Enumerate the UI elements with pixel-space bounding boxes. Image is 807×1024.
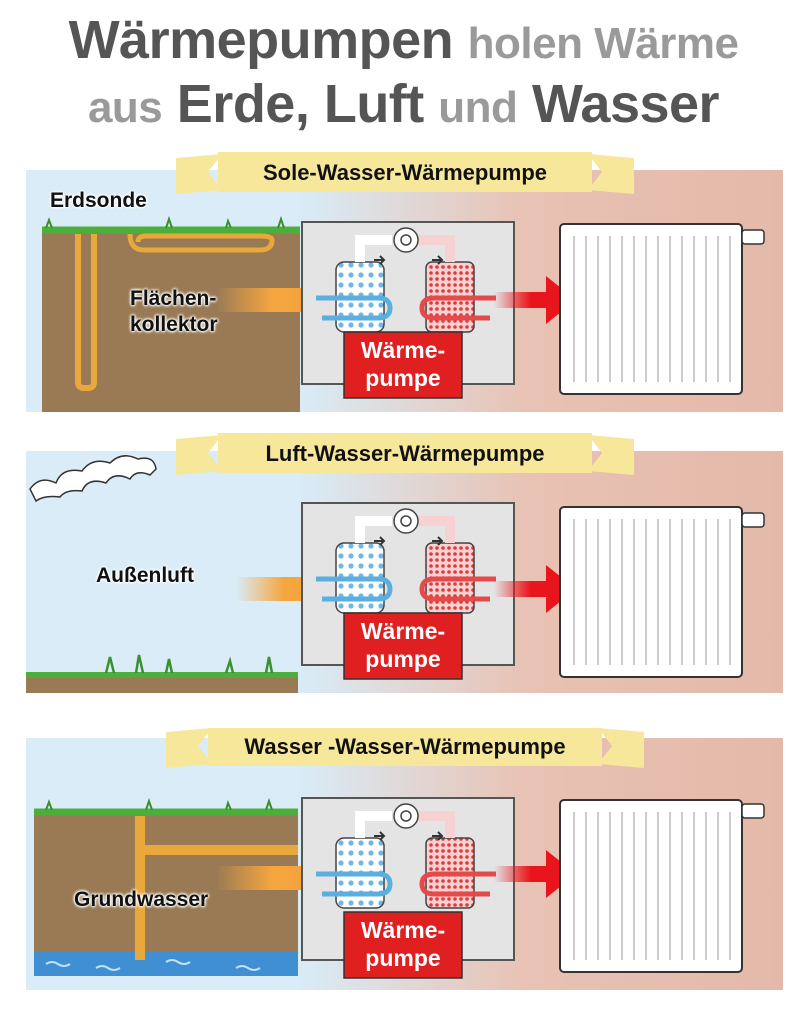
label-surface-collector-1: Flächen- — [130, 287, 217, 310]
title-line-1: Wärmepumpen holen Wärme — [0, 10, 807, 74]
surface-collector — [127, 233, 275, 253]
label-groundwater: Grundwasser — [74, 888, 209, 911]
panel-3-illustration — [26, 728, 783, 990]
compressor — [393, 508, 419, 534]
panel-wasser-wasser: Wasser -Wasser-Wärmepumpe Grundwasser Wä… — [26, 728, 783, 990]
panel-2-illustration — [26, 433, 783, 693]
banner — [208, 728, 602, 766]
pump-label-line-2: pumpe — [365, 646, 441, 672]
radiator — [559, 223, 743, 395]
heat-pump-box — [343, 612, 463, 680]
panel-sole-wasser: Sole-Wasser-Wärmepumpe Erdsonde Flächen-… — [26, 150, 783, 412]
compressor — [393, 227, 419, 253]
radiator-valve — [741, 512, 765, 528]
banner-label: Luft-Wasser-Wärmepumpe — [265, 441, 545, 466]
title-word-water: Wasser — [531, 74, 720, 134]
compressor — [393, 803, 419, 829]
radiator-valve — [741, 229, 765, 245]
heat-source-arrow — [216, 852, 356, 904]
heating-arrow — [494, 276, 576, 324]
earth-probe — [75, 234, 97, 391]
banner-label: Sole-Wasser-Wärmepumpe — [262, 160, 548, 185]
banner — [218, 152, 592, 192]
heating-arrow — [494, 850, 576, 898]
title-word-heat-pumps: Wärmepumpen — [68, 10, 454, 70]
pump-label-line-2: pumpe — [365, 945, 441, 971]
pump-label-line-1: Wärme- — [360, 917, 446, 943]
title-word-from: aus — [87, 83, 163, 132]
label-surface-collector-2: kollektor — [130, 313, 218, 336]
label-outside-air: Außenluft — [96, 564, 194, 587]
radiator — [559, 506, 743, 678]
pump-label-line-1: Wärme- — [360, 337, 446, 363]
label-earth-probe: Erdsonde — [50, 189, 147, 212]
banner — [218, 433, 592, 473]
title-line-2: aus Erde, Luft und Wasser — [0, 74, 807, 138]
cloud — [29, 455, 157, 503]
panel-1-illustration — [26, 152, 783, 412]
radiator — [559, 799, 743, 973]
heat-pump-box — [343, 911, 463, 979]
groundwater-layer — [34, 952, 298, 976]
pump-label-line-2: pumpe — [365, 365, 441, 391]
heat-source-arrow — [216, 274, 356, 326]
ground — [26, 675, 298, 693]
heating-arrow — [494, 565, 576, 613]
panel-luft-wasser: Luft-Wasser-Wärmepumpe Außenluft Wärme- … — [26, 431, 783, 693]
title-word-fetch-heat: holen Wärme — [467, 19, 739, 68]
soil — [42, 230, 300, 412]
title-word-and: und — [438, 83, 518, 132]
heat-pump-box — [343, 331, 463, 399]
pump-label-line-1: Wärme- — [360, 618, 446, 644]
banner-label: Wasser -Wasser-Wärmepumpe — [244, 734, 566, 759]
title-word-earth-air: Erde, Luft — [176, 74, 425, 134]
radiator-valve — [741, 803, 765, 819]
